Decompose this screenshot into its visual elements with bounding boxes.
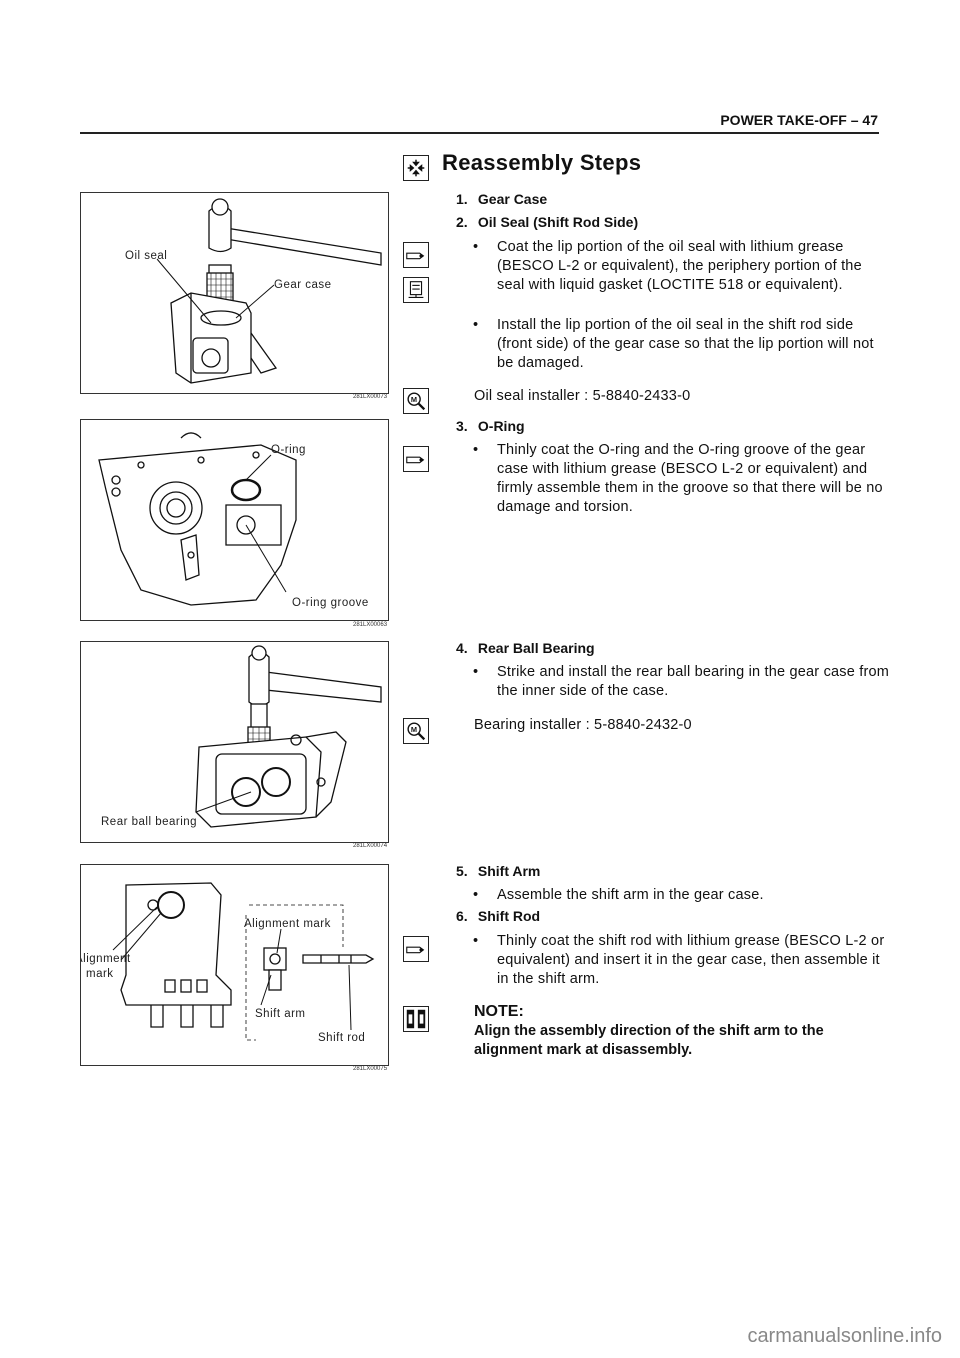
figure-code: 281LX00075 xyxy=(353,1066,388,1072)
step-3: 3. O-Ring xyxy=(456,418,525,434)
oil-seal-installer: Oil seal installer : 5-8840-2433-0 xyxy=(474,388,691,404)
figure-oil-seal: Oil seal Gear case xyxy=(80,192,389,394)
page-header: POWER TAKE-OFF – 47 xyxy=(720,112,878,128)
apply-gasket-icon xyxy=(403,277,429,303)
figure-label-alignment-mark-case: Alignment xyxy=(81,953,131,965)
figure-label-rear-ball-bearing: Rear ball bearing xyxy=(101,816,197,828)
step-1: 1. Gear Case xyxy=(456,191,548,207)
step-6-bullet-1: • Thinly coat the shift rod with lithium… xyxy=(473,933,885,987)
note-text: Align the assembly direction of the shif… xyxy=(474,1023,824,1058)
figure-code: 281LX00073 xyxy=(353,394,388,400)
figure-label-shift-rod: Shift rod xyxy=(318,1032,365,1044)
step-2-bullet-2: • Install the lip portion of the oil sea… xyxy=(473,317,874,371)
figure-o-ring: O-ring O-ring groove xyxy=(80,419,389,621)
figure-shift-arm: Alignment mark Alignment mark Shift arm … xyxy=(75,864,389,1066)
section-title: Reassembly Steps xyxy=(442,150,642,175)
apply-grease-icon xyxy=(403,936,429,962)
svg-text:M: M xyxy=(411,725,417,734)
figure-label-shift-arm: Shift arm xyxy=(255,1008,306,1020)
reassembly-icon xyxy=(403,155,429,181)
step-5: 5. Shift Arm xyxy=(456,863,541,879)
note-title: NOTE: xyxy=(474,1003,524,1020)
figure-label-gear-case: Gear case xyxy=(274,279,332,291)
watermark: carmanualsonline.info xyxy=(747,1325,942,1347)
figure-label-o-ring-groove: O-ring groove xyxy=(292,597,369,609)
step-3-bullet-1: • Thinly coat the O-ring and the O-ring … xyxy=(473,442,883,515)
step-5-bullet-1: • Assemble the shift arm in the gear cas… xyxy=(473,887,764,903)
figure-label-o-ring: O-ring xyxy=(271,444,306,456)
step-2: 2. Oil Seal (Shift Rod Side) xyxy=(456,214,639,230)
figure-code: 281LX00063 xyxy=(353,622,388,628)
step-4-bullet-1: • Strike and install the rear ball beari… xyxy=(473,664,890,699)
step-2-bullet-1: • Coat the lip portion of the oil seal w… xyxy=(473,239,862,293)
header-rule xyxy=(80,132,879,134)
figure-label-alignment-mark-case-2: mark xyxy=(86,968,114,980)
apply-grease-icon xyxy=(403,242,429,268)
apply-grease-icon xyxy=(403,446,429,472)
step-6: 6. Shift Rod xyxy=(456,908,541,924)
figure-rear-ball-bearing: Rear ball bearing xyxy=(80,641,389,843)
note-icon xyxy=(403,1006,429,1032)
figure-label-oil-seal: Oil seal xyxy=(125,250,167,262)
figure-code: 281LX00074 xyxy=(353,843,388,849)
figure-label-alignment-mark-arm: Alignment mark xyxy=(244,918,331,930)
bearing-installer: Bearing installer : 5-8840-2432-0 xyxy=(474,717,692,733)
svg-text:M: M xyxy=(411,395,417,404)
special-tool-icon: M xyxy=(403,388,429,414)
step-4: 4. Rear Ball Bearing xyxy=(456,640,595,656)
special-tool-icon: M xyxy=(403,718,429,744)
